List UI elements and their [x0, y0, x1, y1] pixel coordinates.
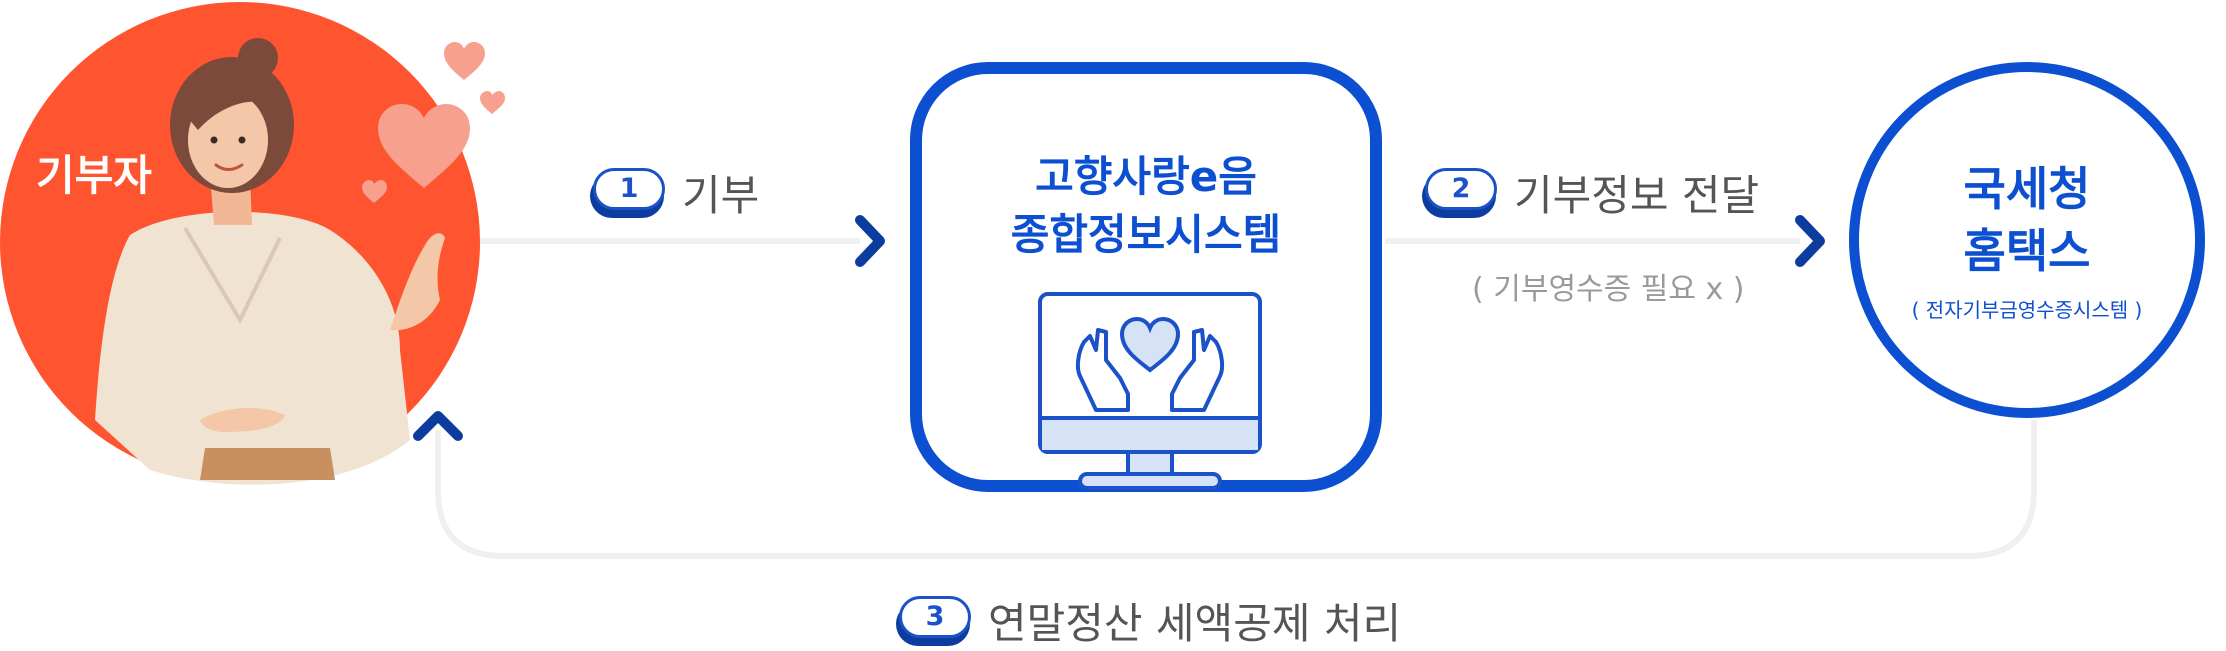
step-3: 3 연말정산 세액공제 처리 — [896, 590, 1401, 651]
step-1: 1 기부 — [590, 162, 759, 223]
skirt — [200, 448, 335, 480]
donor-illustration — [0, 2, 505, 485]
collar — [183, 226, 282, 325]
smile — [214, 163, 244, 171]
step-2-number: 2 — [1425, 167, 1497, 210]
arrow-right-2-icon — [1795, 215, 1825, 267]
lower-hand — [200, 408, 285, 432]
right-hand-icon — [1170, 328, 1225, 412]
monitor-donation-icon — [1038, 292, 1262, 490]
step-1-text: 기부 — [682, 171, 760, 220]
step-3-badge: 3 — [896, 595, 974, 646]
step-3-text: 연말정산 세액공제 처리 — [988, 599, 1402, 648]
blouse — [95, 211, 410, 485]
arrow-right-1-icon — [855, 215, 885, 267]
small-heart-icon — [362, 180, 387, 203]
raised-hand — [390, 233, 445, 331]
left-hand-icon — [1075, 328, 1130, 412]
heart-icon — [1119, 316, 1181, 373]
small-heart-icon — [444, 42, 485, 80]
step-2-note: ( 기부영수증 필요 x ) — [1472, 272, 1745, 307]
center-title-line2: 종합정보시스템 — [1010, 210, 1282, 259]
small-heart-icon — [480, 91, 505, 114]
donor-label: 기부자 — [36, 151, 152, 200]
step-3-number: 3 — [899, 595, 971, 638]
nts-hometax-title: 국세청 홈택스 — [1849, 158, 2205, 282]
nts-hometax-subtitle: ( 전자기부금영수증시스템 ) — [1911, 298, 2143, 322]
step-1-number: 1 — [593, 167, 665, 210]
step-2-text: 기부정보 전달 — [1514, 171, 1760, 220]
hair-fringe — [188, 91, 262, 130]
step-1-badge: 1 — [590, 167, 668, 218]
nts-hometax-circle — [1849, 62, 2205, 418]
step-2-badge: 2 — [1422, 167, 1500, 218]
center-system-title: 고향사랑e음 종합정보시스템 — [910, 148, 1382, 264]
heart-icon — [378, 104, 470, 188]
line-nts-back-to-donor — [435, 420, 2037, 559]
nts-title-line2: 홈택스 — [1963, 224, 2091, 278]
step-2: 2 기부정보 전달 — [1422, 162, 1759, 223]
arrow-up-icon — [413, 411, 463, 441]
nts-title-line1: 국세청 — [1963, 162, 2091, 216]
eye — [210, 136, 218, 144]
hair-bun — [238, 38, 278, 78]
eye — [238, 136, 246, 144]
center-title-line1: 고향사랑e음 — [1035, 152, 1257, 201]
